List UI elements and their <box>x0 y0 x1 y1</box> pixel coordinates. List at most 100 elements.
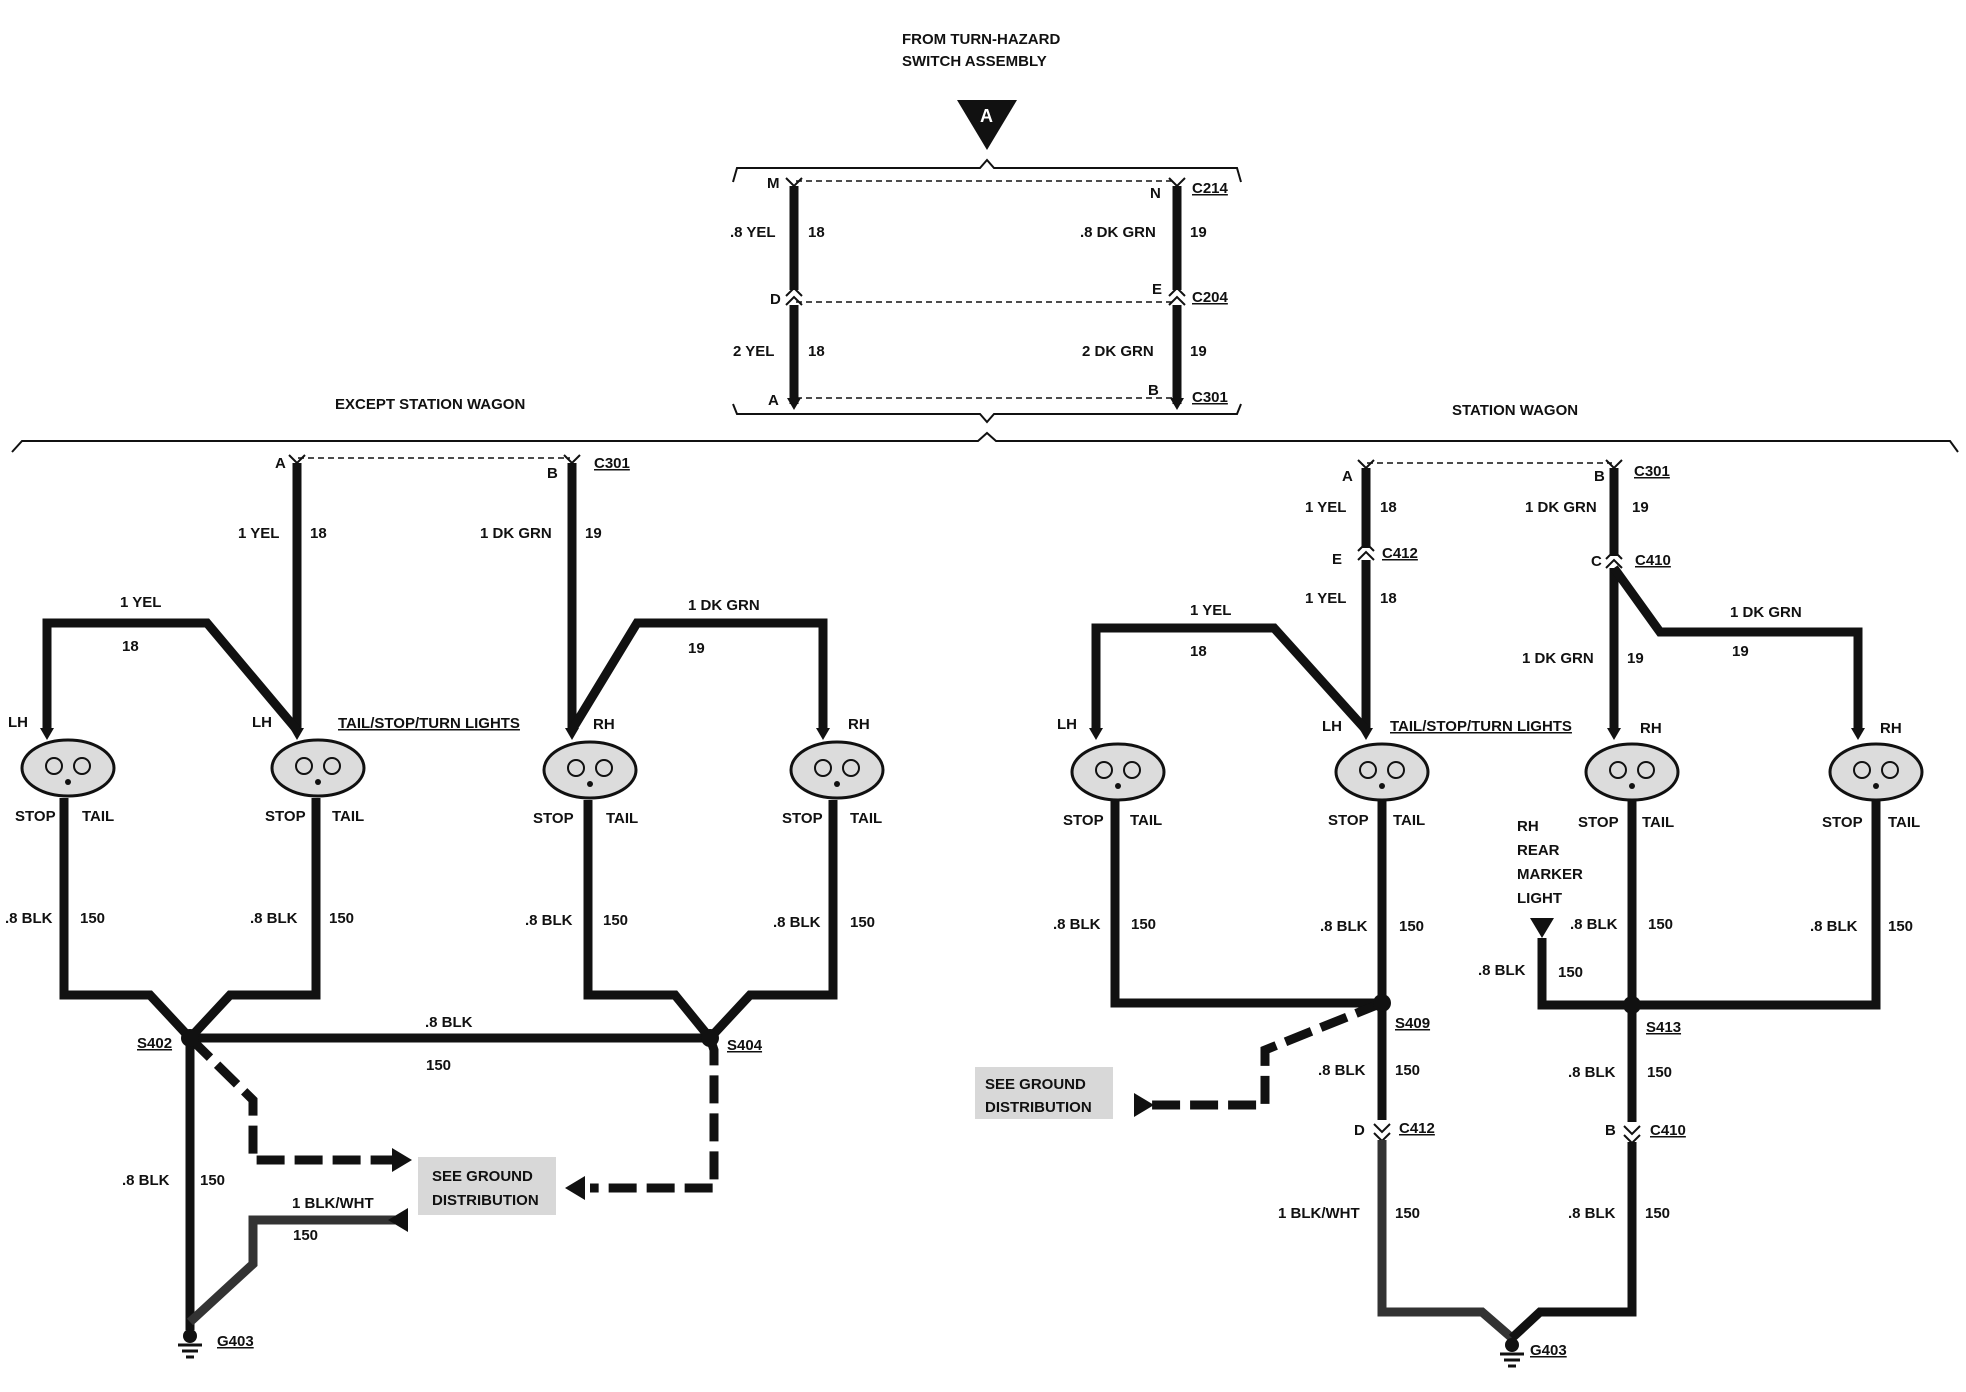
lamp8-arrow <box>1851 728 1865 740</box>
wire-blk-c410-g403 <box>1508 1142 1637 1342</box>
c214-label: C214 <box>1192 180 1229 197</box>
wire-1yel-right-branch-label: 1 YEL <box>1190 602 1231 619</box>
pin-d-mark <box>785 286 803 306</box>
blk-lamp1-code: 150 <box>80 910 105 927</box>
pin-b-right: B <box>1594 468 1605 485</box>
pin-e-right-mark <box>1357 541 1375 561</box>
wire-1yel-right-label: 1 YEL <box>1305 499 1346 516</box>
pin-a-top: A <box>768 392 779 409</box>
blk-lamp5-label: .8 BLK <box>1053 916 1101 933</box>
lamp2-stop: STOP <box>265 808 306 825</box>
lamp2-arrow <box>290 728 304 740</box>
pin-b-right-mark <box>1605 459 1623 470</box>
blk-lamp6-label: .8 BLK <box>1320 918 1368 935</box>
lamp7-tail: TAIL <box>1642 814 1674 831</box>
lamp8-tail: TAIL <box>1888 814 1920 831</box>
pin-a-left: A <box>275 455 286 472</box>
wire-1yel-right-branch-code: 18 <box>1190 643 1207 660</box>
blk-lamp4-label: .8 BLK <box>773 914 821 931</box>
lamp1-side: LH <box>8 714 28 731</box>
see-ground-left-line1: SEE GROUND <box>432 1168 533 1185</box>
lamp3-tail: TAIL <box>606 810 638 827</box>
wire-2dkgrn-code: 19 <box>1190 343 1207 360</box>
pin-m: M <box>767 175 780 192</box>
blk-g403-left-label: .8 BLK <box>122 1172 170 1189</box>
pin-b-left-mark <box>563 454 581 465</box>
wire-1dkgrn-left-branch <box>568 618 828 733</box>
lamp2-side: LH <box>252 714 272 731</box>
pin-n: N <box>1150 185 1161 202</box>
upper-harness-brace-bottom <box>732 403 1242 424</box>
wire-08dkgrn-code: 19 <box>1190 224 1207 241</box>
lamp1-tail: TAIL <box>82 808 114 825</box>
see-ground-right-line2: DISTRIBUTION <box>985 1099 1092 1116</box>
pin-n-mark <box>1168 177 1186 188</box>
wire-2yel-label: 2 YEL <box>733 343 774 360</box>
blk-lamp8-label: .8 BLK <box>1810 918 1858 935</box>
see-ground-left-line2: DISTRIBUTION <box>432 1192 539 1209</box>
wire-1yel-right-label2: 1 YEL <box>1305 590 1346 607</box>
wire-blk-lamp3 <box>583 800 714 1041</box>
lamp7-rh-inner <box>1584 742 1680 802</box>
splice-s413 <box>1623 996 1641 1014</box>
wire-1yel-left-code: 18 <box>310 525 327 542</box>
wire-1dkgrn-right-code: 19 <box>1632 499 1649 516</box>
wire-blk-lamp5 <box>1110 800 1382 1008</box>
c301-left-label: C301 <box>594 455 630 472</box>
c301-top-label: C301 <box>1192 389 1228 406</box>
blkwht-left-label: 1 BLK/WHT <box>292 1195 374 1212</box>
header-line1: FROM TURN-HAZARD <box>902 31 1060 48</box>
pin-e-right: E <box>1332 551 1342 568</box>
lamp1-arrow <box>40 728 54 740</box>
blk-s409-label: .8 BLK <box>1318 1062 1366 1079</box>
ground-arrow-s409 <box>1134 1093 1154 1117</box>
blk-lamp3-code: 150 <box>603 912 628 929</box>
marker-light-line4: LIGHT <box>1517 890 1562 907</box>
ground-g403-right-icon <box>1500 1338 1524 1368</box>
pin-c-right: C <box>1591 553 1602 570</box>
splice-s404 <box>701 1029 719 1047</box>
wire-08dkgrn-label: .8 DK GRN <box>1080 224 1156 241</box>
lamp7-side: RH <box>1640 720 1662 737</box>
lamp1-lh-outer <box>20 738 116 798</box>
marker-light-arrow <box>1530 918 1554 938</box>
blk-lamp1-label: .8 BLK <box>5 910 53 927</box>
wire-1dkgrn-right-branch-label: 1 DK GRN <box>1730 604 1802 621</box>
lamp2-lh-inner <box>270 738 366 798</box>
pin-e: E <box>1152 281 1162 298</box>
ground-arrow-s404 <box>565 1176 585 1200</box>
blk-lamp2-code: 150 <box>329 910 354 927</box>
g403-left-label: G403 <box>217 1333 254 1350</box>
lamp4-side: RH <box>848 716 870 733</box>
connector-a-triangle <box>957 100 1017 150</box>
lamp6-side: LH <box>1322 718 1342 735</box>
main-harness-brace <box>11 431 1959 453</box>
wire-2yel-code: 18 <box>808 343 825 360</box>
c204-label: C204 <box>1192 289 1229 306</box>
wire-blk-lamp4 <box>706 800 838 1042</box>
c410-lower-label: C410 <box>1650 1122 1686 1139</box>
blkwht-right-label: 1 BLK/WHT <box>1278 1205 1360 1222</box>
s404-label: S404 <box>727 1037 763 1054</box>
blk-lamp2-label: .8 BLK <box>250 910 298 927</box>
pin-a-right: A <box>1342 468 1353 485</box>
header-line2: SWITCH ASSEMBLY <box>902 53 1047 70</box>
section-except-station-wagon: EXCEPT STATION WAGON <box>335 396 525 413</box>
lamp3-stop: STOP <box>533 810 574 827</box>
blk-marker-label: .8 BLK <box>1570 916 1618 933</box>
wire-1yel-branch-label: 1 YEL <box>120 594 161 611</box>
s402-label: S402 <box>137 1035 172 1052</box>
blk-s402-s404-code: 150 <box>426 1057 451 1074</box>
s413-label: S413 <box>1646 1019 1681 1036</box>
wire-1yel-left-label: 1 YEL <box>238 525 279 542</box>
lamp4-stop: STOP <box>782 810 823 827</box>
lamp4-arrow <box>816 728 830 740</box>
blk-g403-left-code: 150 <box>200 1172 225 1189</box>
lamp2-tail: TAIL <box>332 808 364 825</box>
wire-ground-dash-s409 <box>1150 998 1384 1110</box>
c412-upper-label: C412 <box>1382 545 1418 562</box>
wire-1dkgrn-left-label: 1 DK GRN <box>480 525 552 542</box>
wire-1dkgrn-branch-label: 1 DK GRN <box>688 597 760 614</box>
pin-d-right-mark <box>1373 1123 1391 1143</box>
